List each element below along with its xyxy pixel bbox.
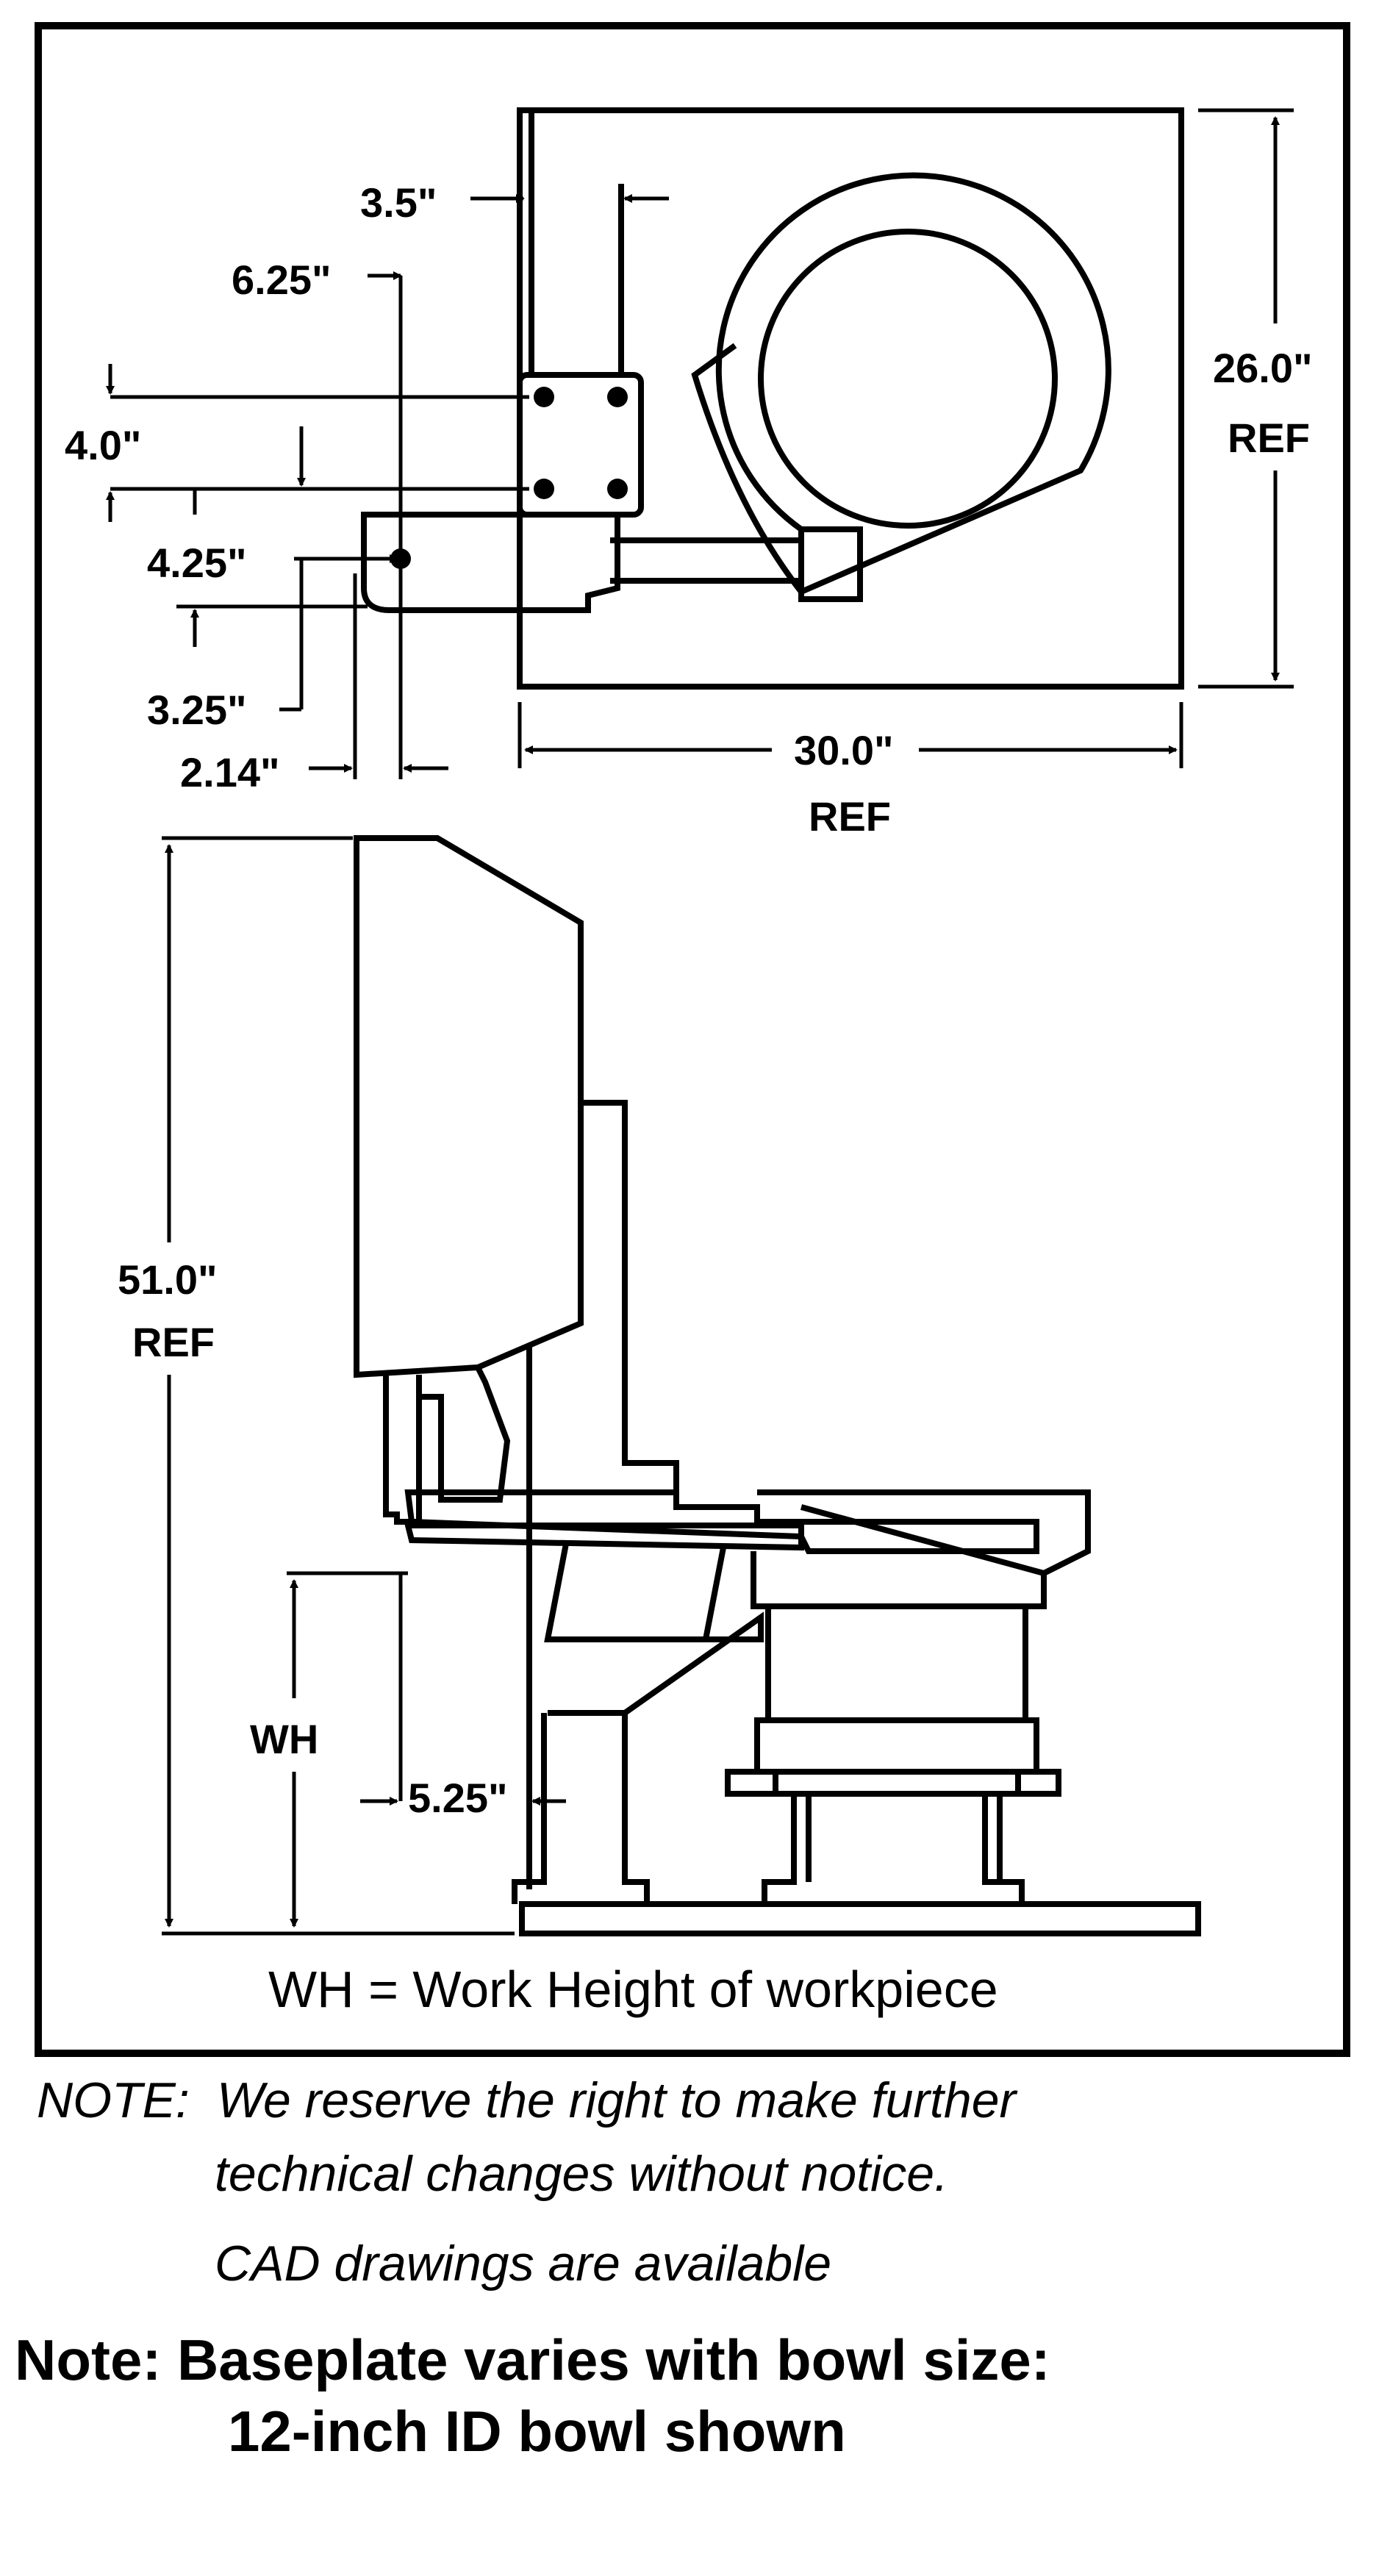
bracket [544,1543,764,1716]
dim-3-25: 3.25" [147,687,247,733]
discharge-chute [798,526,863,602]
bowl-outer [691,172,1111,595]
dim-4-0: 4.0" [65,422,141,468]
dim-30-0-ref: REF [809,793,891,840]
mounting-bolts [390,387,628,569]
drawing-frame [35,22,1350,2057]
dim-51-0: 51.0" [118,1256,218,1303]
foot-right [982,1794,1025,1904]
dim-2-14: 2.14" [180,749,280,795]
drive-stack [754,1606,1039,1794]
controller-box [354,835,584,1378]
dim-51-0-ref: REF [132,1319,215,1365]
bowl-inner [758,229,1058,529]
drive-middle [754,1717,1039,1775]
track-plate [404,1489,1039,1554]
side-view-dimension-lines [162,836,566,1936]
wh-caption: WH = Work Height of workpiece [268,1961,998,2018]
side-view [354,835,1201,1936]
base-flange [725,1769,1061,1797]
baseplate-note-line-2: 12-inch ID bowl shown [228,2399,846,2464]
hanger [383,1366,511,1525]
dim-5-25: 5.25" [408,1775,508,1821]
column [581,1100,679,1492]
foot-left [762,1794,812,1904]
arm-top [361,512,620,613]
note-label: NOTE: [37,2072,190,2128]
dim-wh: WH [250,1716,318,1762]
dim-26-0: 26.0" [1213,345,1313,391]
mount-plate [404,1523,804,1551]
dim-26-0-ref: REF [1228,415,1310,461]
top-view [361,107,1184,690]
note-line-1: We reserve the right to make further [217,2072,1017,2128]
dim-4-25: 4.25" [147,540,247,586]
dim-3-5: 3.5" [360,179,437,226]
post-foot [512,1713,650,1904]
dim-6-25: 6.25" [232,257,332,303]
baseplate-note-line-1: Note: Baseplate varies with bowl size: [15,2328,1050,2392]
baseplate [519,1901,1201,1936]
note-line-3: CAD drawings are available [215,2236,832,2291]
note-line-2: technical changes without notice. [215,2146,948,2202]
top-view-dimension-lines [106,108,1294,779]
dim-30-0: 30.0" [794,727,894,773]
